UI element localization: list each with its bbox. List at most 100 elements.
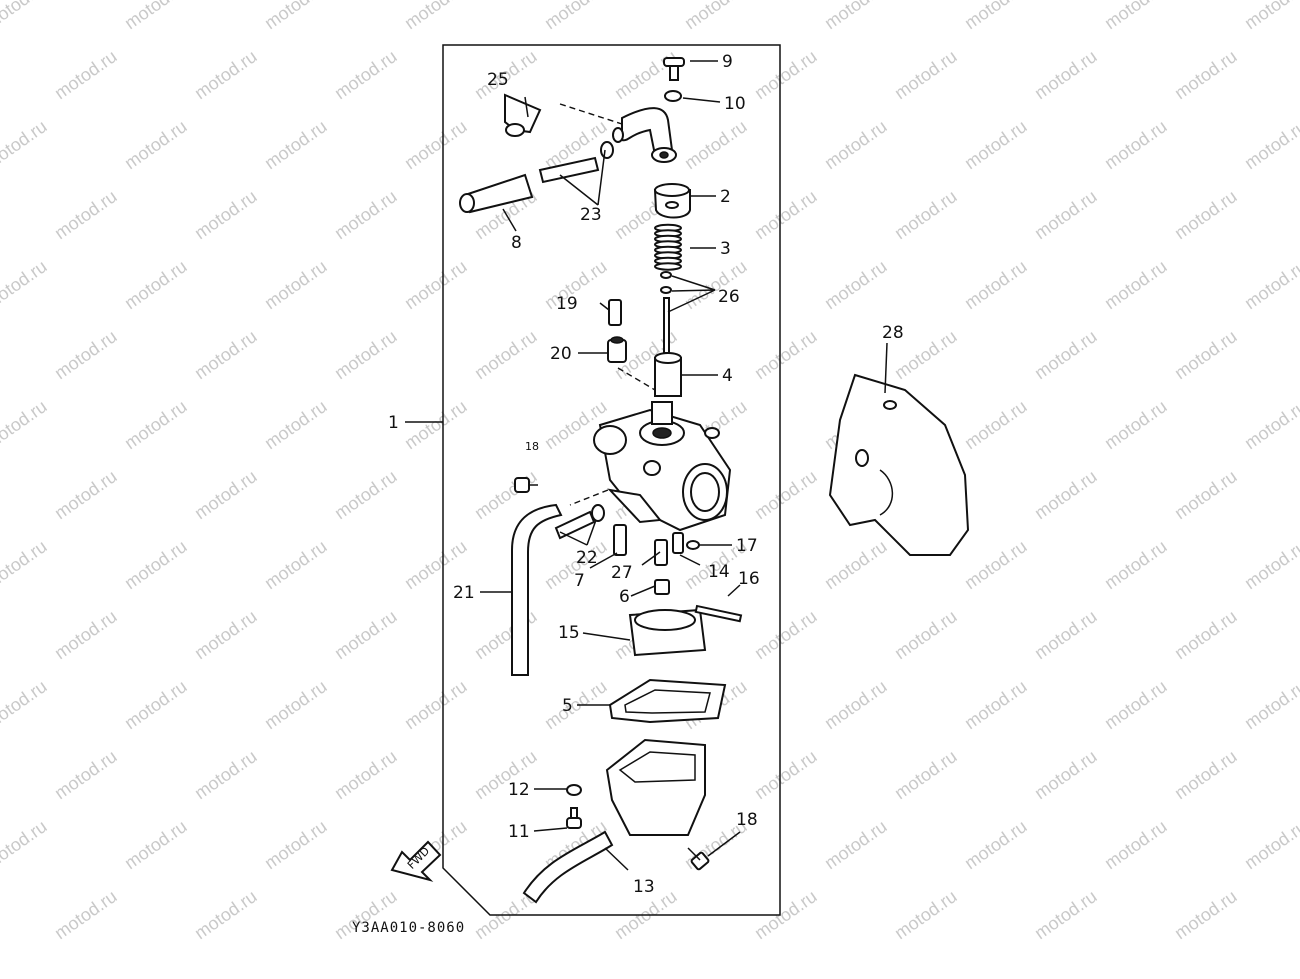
cover-28: [828, 373, 970, 556]
callout-19: 19: [556, 294, 578, 314]
callout-2: 2: [720, 187, 731, 207]
watermark-text: motod.ru: [121, 676, 191, 733]
float-bowl: [605, 738, 706, 836]
watermark-text: motod.ru: [191, 46, 261, 103]
callout-21: 21: [453, 583, 475, 603]
callout-labels: 9 10 2 3 26 4 19 20 1 25 23 8 18 22 7 27…: [388, 52, 904, 897]
float-15: [628, 608, 707, 657]
watermark-text: motod.ru: [0, 396, 50, 453]
callout-3: 3: [720, 239, 731, 259]
watermark-text: motod.ru: [1241, 396, 1300, 453]
watermark-text: motod.ru: [51, 186, 121, 243]
top-cap-2: [653, 183, 691, 219]
leader-lines: [405, 60, 888, 871]
callout-12: 12: [508, 780, 530, 800]
watermark-text: motod.ru: [1031, 606, 1101, 663]
watermark-text: motod.ru: [681, 0, 751, 33]
watermark-text: motod.ru: [121, 396, 191, 453]
callout-5: 5: [562, 696, 573, 716]
watermark-text: motod.ru: [1241, 0, 1300, 33]
watermark-text: motod.ru: [0, 116, 50, 173]
watermark-text: motod.ru: [751, 466, 821, 523]
watermark-text: motod.ru: [1241, 816, 1300, 873]
watermark-text: motod.ru: [121, 116, 191, 173]
watermark-text: motod.ru: [1031, 326, 1101, 383]
watermark-text: motod.ru: [1031, 746, 1101, 803]
watermark-text: motod.ru: [821, 816, 891, 873]
watermark-text: motod.ru: [751, 46, 821, 103]
watermark-text: motod.ru: [261, 0, 331, 33]
diagram-code: Y3AA010-8060: [352, 920, 465, 936]
watermark-text: motod.ru: [51, 46, 121, 103]
watermark-text: motod.ru: [51, 606, 121, 663]
jet-20: [607, 336, 627, 363]
watermark-text: motod.ru: [1171, 886, 1241, 943]
watermark-text: motod.ru: [331, 46, 401, 103]
watermark-text: motod.ru: [821, 116, 891, 173]
washer-12: [566, 784, 582, 796]
watermark-text: motod.ru: [121, 816, 191, 873]
spring-3: [654, 223, 682, 271]
watermark-text: motod.ru: [331, 186, 401, 243]
watermark-text: motod.ru: [1171, 746, 1241, 803]
watermark-text: motod.ru: [1101, 116, 1171, 173]
callout-18a: 18: [525, 440, 539, 453]
watermark-text: motod.ru: [191, 466, 261, 523]
watermark-text: motod.ru: [51, 466, 121, 523]
dash-25: [559, 103, 623, 125]
callout-23: 23: [580, 205, 602, 225]
watermark-text: motod.ru: [331, 326, 401, 383]
watermark-text: motod.ru: [821, 536, 891, 593]
jet-14: [672, 532, 684, 554]
watermark-text: motod.ru: [401, 256, 471, 313]
carburetor-body: [593, 401, 732, 532]
watermark-text: motod.ru: [471, 326, 541, 383]
pipes-23: [538, 127, 624, 184]
watermark-text: motod.ru: [191, 326, 261, 383]
watermark-text: motod.ru: [401, 116, 471, 173]
watermark-text: motod.ru: [751, 606, 821, 663]
watermark-text: motod.ru: [0, 0, 50, 33]
watermark-text: motod.ru: [1101, 396, 1171, 453]
watermark-text: motod.ru: [261, 816, 331, 873]
watermark-text: motod.ru: [1171, 186, 1241, 243]
watermark-text: motod.ru: [961, 396, 1031, 453]
callout-8: 8: [511, 233, 522, 253]
watermark-text: motod.ru: [401, 396, 471, 453]
watermark-text: motod.ru: [961, 256, 1031, 313]
watermark-text: motod.ru: [1031, 186, 1101, 243]
dash-20: [617, 367, 656, 391]
watermark-text: motod.ru: [1031, 46, 1101, 103]
callout-10: 10: [724, 94, 746, 114]
callout-11: 11: [508, 822, 530, 842]
watermark-text: motod.ru: [821, 256, 891, 313]
watermark-text: motod.ru: [401, 0, 471, 33]
watermark-text: motod.ru: [1101, 256, 1171, 313]
hose-8: [459, 173, 534, 214]
watermark-text: motod.ru: [191, 606, 261, 663]
callout-13: 13: [633, 877, 655, 897]
watermark-text: motod.ru: [1031, 466, 1101, 523]
watermark-text: motod.ru: [261, 256, 331, 313]
watermark-text: motod.ru: [121, 256, 191, 313]
watermark-text: motod.ru: [1171, 46, 1241, 103]
watermark-text: motod.ru: [51, 326, 121, 383]
hose-21: [511, 503, 563, 676]
watermark-text: motod.ru: [191, 746, 261, 803]
callout-15: 15: [558, 623, 580, 643]
watermark-text: motod.ru: [961, 816, 1031, 873]
watermark-text: motod.ru: [1101, 536, 1171, 593]
watermark-text: motod.ru: [681, 116, 751, 173]
watermark-text: motod.ru: [1101, 676, 1171, 733]
watermark-text: motod.ru: [961, 0, 1031, 33]
screws-22: [554, 504, 605, 540]
watermark-text: motod.ru: [891, 46, 961, 103]
jet-7: [613, 524, 627, 556]
watermark-text: motod.ru: [191, 186, 261, 243]
watermark-text: motod.ru: [751, 746, 821, 803]
elbow-pipe: [621, 107, 677, 163]
washer-17: [686, 540, 700, 550]
gasket-5: [608, 678, 727, 724]
watermark-text: motod.ru: [821, 0, 891, 33]
watermark-text: motod.ru: [331, 466, 401, 523]
